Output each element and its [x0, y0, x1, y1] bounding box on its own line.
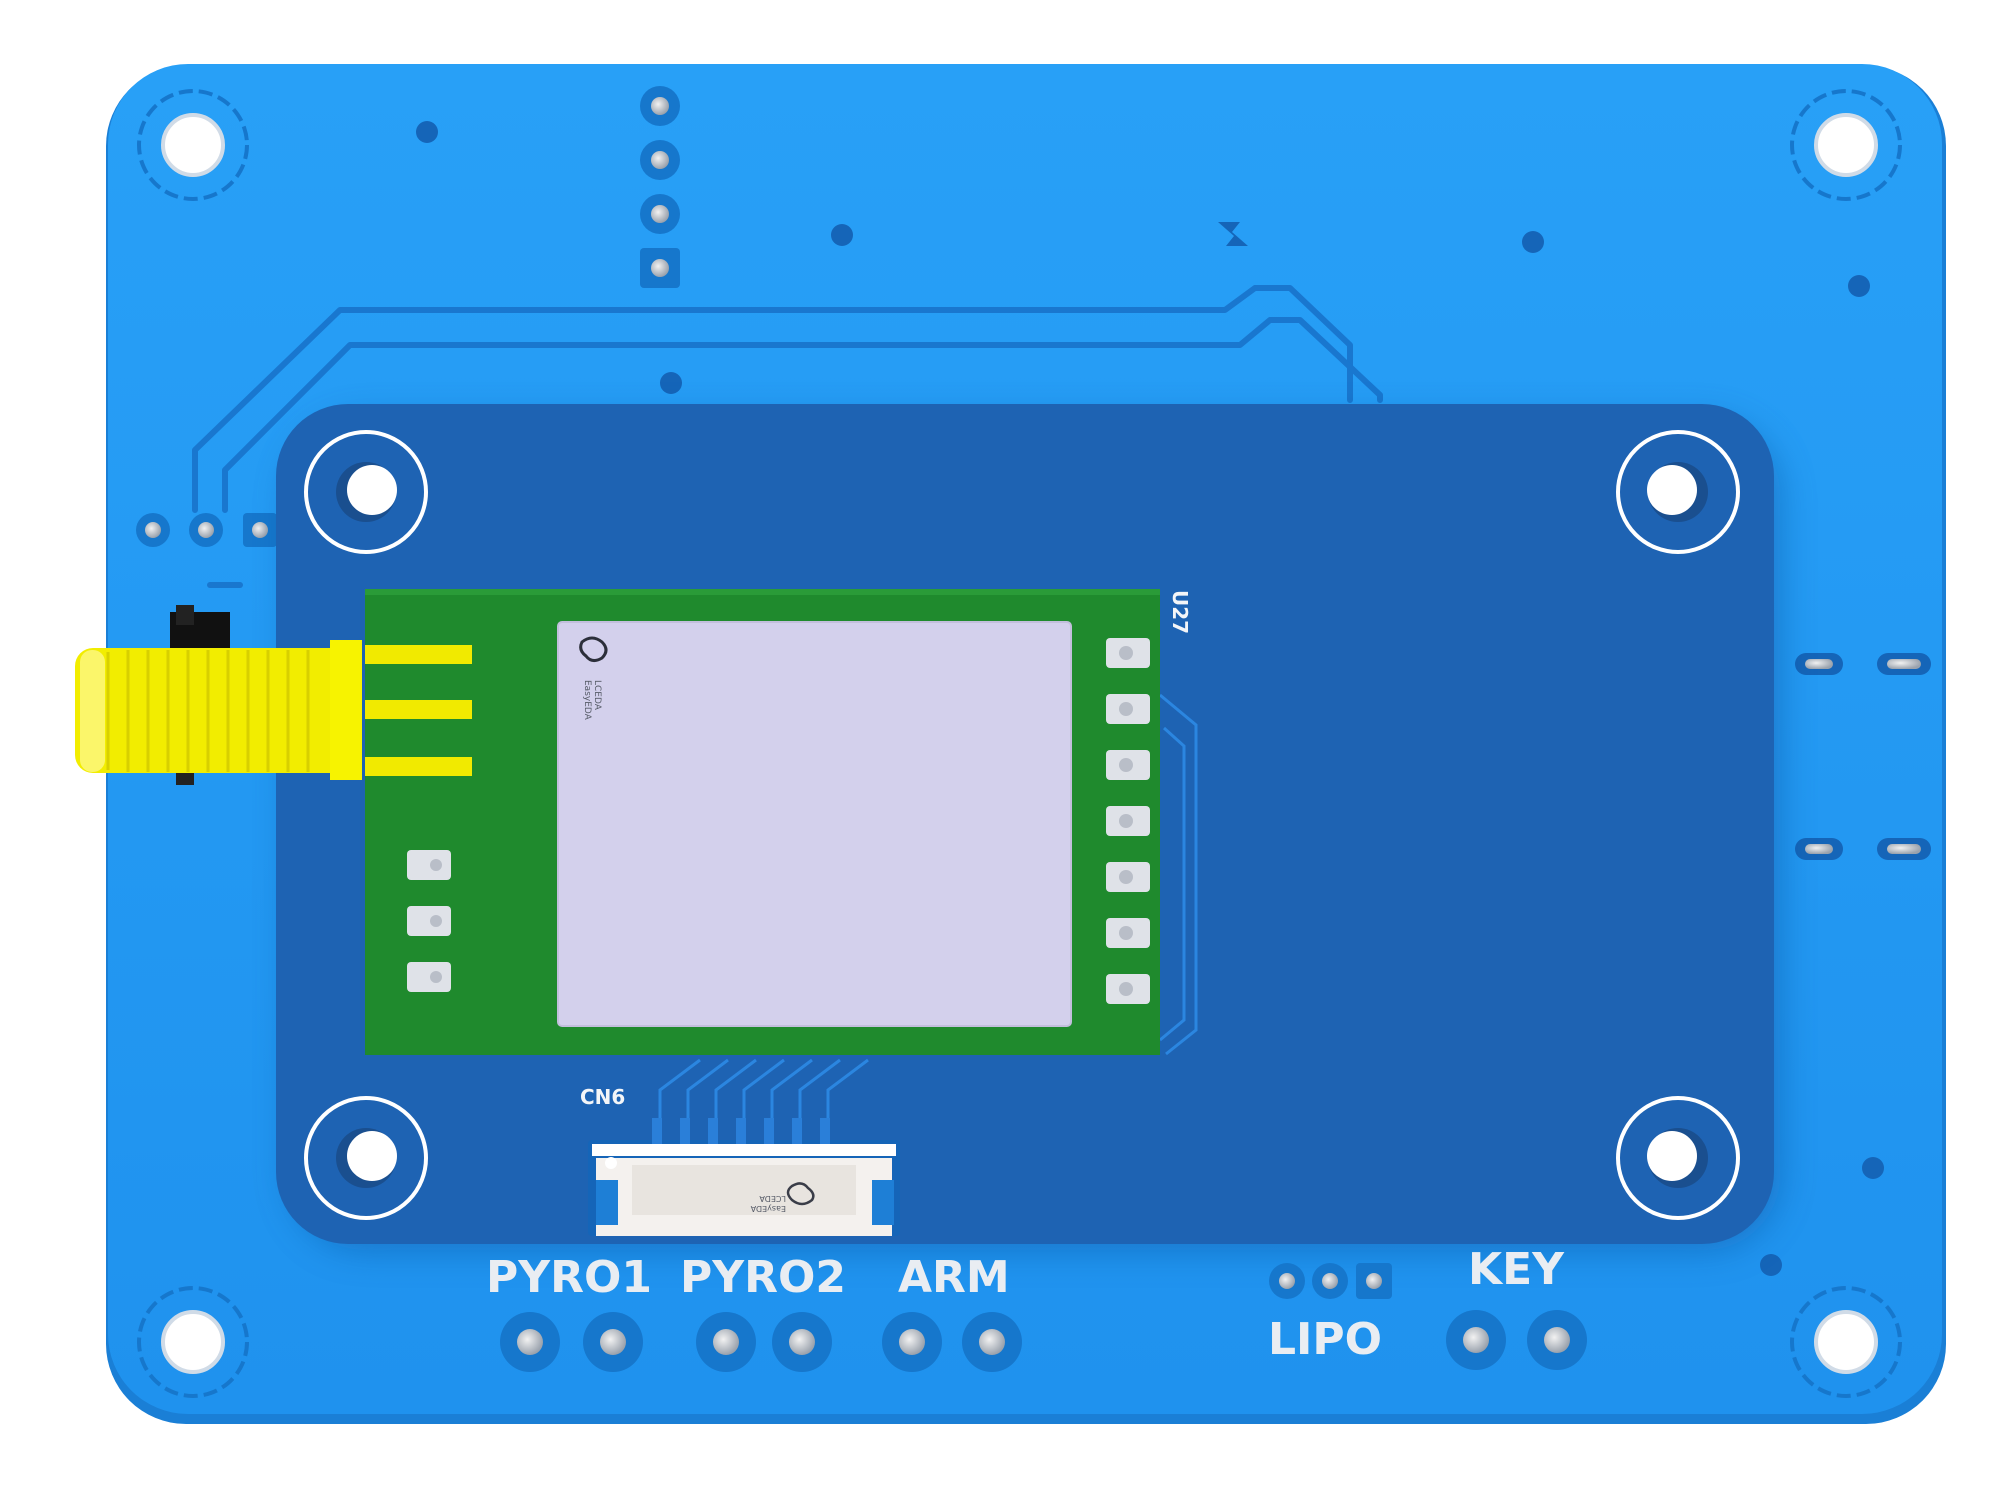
- carrier-hole-top-right: [1616, 430, 1740, 554]
- label-u27: U27: [1168, 590, 1192, 634]
- mounting-hole-bottom-left: [137, 1286, 249, 1398]
- label-arm: ARM: [898, 1252, 1010, 1303]
- label-cn6: CN6: [580, 1085, 625, 1109]
- module-logo-line2: EasyEDA: [582, 680, 592, 721]
- connector-logo-line2: EasyEDA: [750, 1204, 786, 1213]
- carrier-hole-bottom-left: [304, 1096, 428, 1220]
- connector-logo-line1: LCEDA: [759, 1194, 786, 1203]
- bottom-pin-headers: [500, 1310, 1587, 1372]
- carrier-hole-top-left: [304, 430, 428, 554]
- shield-can: LCEDA EasyEDA: [557, 621, 1072, 1027]
- carrier-hole-bottom-right: [1616, 1096, 1740, 1220]
- label-lipo: LIPO: [1268, 1314, 1382, 1365]
- carrier-traces: [658, 693, 1198, 1125]
- lipo-header: [1269, 1263, 1392, 1299]
- mounting-hole-top-right: [1790, 89, 1902, 201]
- header-pins-left: [136, 513, 277, 547]
- label-key: KEY: [1468, 1244, 1565, 1295]
- sma-connector: [75, 605, 362, 785]
- mounting-hole-bottom-right: [1790, 1286, 1902, 1398]
- module-logo-line1: LCEDA: [592, 680, 602, 711]
- label-pyro1: PYRO1: [486, 1252, 652, 1303]
- lceda-logo-icon: [579, 636, 608, 663]
- header-pins-top: [640, 86, 680, 288]
- slot-pads-right: [1795, 653, 1931, 860]
- label-pyro2: PYRO2: [680, 1252, 846, 1303]
- connector-logo-icon: [786, 1182, 815, 1206]
- mounting-hole-top-left: [137, 89, 249, 201]
- vias: [416, 121, 1884, 1276]
- fpc-connector: LCEDA EasyEDA: [588, 1118, 900, 1236]
